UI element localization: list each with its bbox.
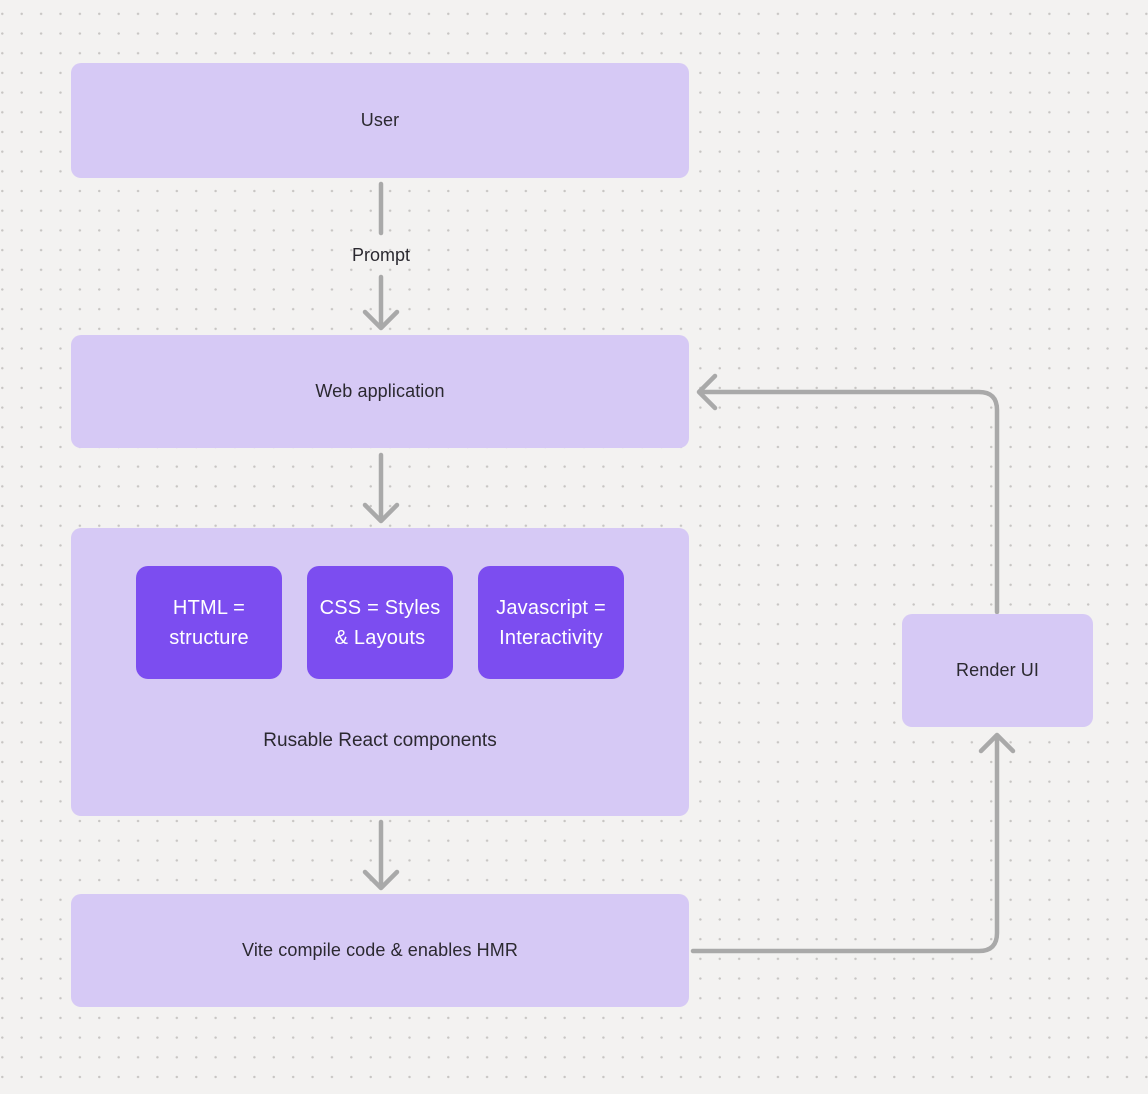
card-css-line2: & Layouts bbox=[334, 626, 426, 649]
node-user[interactable]: User bbox=[71, 63, 689, 178]
card-html-line1: HTML = bbox=[172, 596, 246, 619]
card-html-line2: structure bbox=[169, 626, 249, 649]
arrowhead-up-icon bbox=[978, 732, 1016, 754]
arrowhead-down-icon bbox=[362, 309, 400, 331]
components-caption: Rusable React components bbox=[263, 730, 497, 751]
node-user-label: User bbox=[360, 110, 400, 130]
arrowhead-down-icon bbox=[362, 869, 400, 891]
card-css[interactable]: CSS = Styles & Layouts bbox=[307, 566, 453, 679]
edge-label-prompt: Prompt bbox=[351, 245, 411, 265]
card-css-line1: CSS = Styles bbox=[319, 596, 441, 619]
edge-line bbox=[690, 737, 1000, 954]
node-render-ui[interactable]: Render UI bbox=[902, 614, 1093, 727]
edge-components-to-vite[interactable] bbox=[362, 819, 400, 891]
arrowhead-left-icon bbox=[696, 373, 718, 411]
card-html[interactable]: HTML = structure bbox=[136, 566, 282, 679]
edge-vite-to-render-ui[interactable] bbox=[690, 732, 1016, 954]
edge-user-to-web-application[interactable] bbox=[362, 181, 400, 331]
node-web-application[interactable]: Web application bbox=[71, 335, 689, 448]
card-javascript-line2: Interactivity bbox=[499, 626, 603, 649]
edge-render-ui-to-web-application[interactable] bbox=[696, 373, 1000, 615]
cards-row: HTML = structure CSS = Styles & Layouts … bbox=[71, 566, 689, 679]
card-javascript-line1: Javascript = bbox=[496, 596, 606, 619]
edge-line bbox=[700, 389, 1000, 615]
node-components-container[interactable]: HTML = structure CSS = Styles & Layouts … bbox=[71, 528, 689, 816]
node-vite-label: Vite compile code & enables HMR bbox=[242, 940, 518, 960]
node-web-application-label: Web application bbox=[315, 381, 445, 401]
node-vite[interactable]: Vite compile code & enables HMR bbox=[71, 894, 689, 1007]
node-render-ui-label: Render UI bbox=[956, 660, 1039, 680]
arrowhead-down-icon bbox=[362, 502, 400, 524]
card-javascript[interactable]: Javascript = Interactivity bbox=[478, 566, 624, 679]
edge-web-application-to-components[interactable] bbox=[362, 452, 400, 524]
